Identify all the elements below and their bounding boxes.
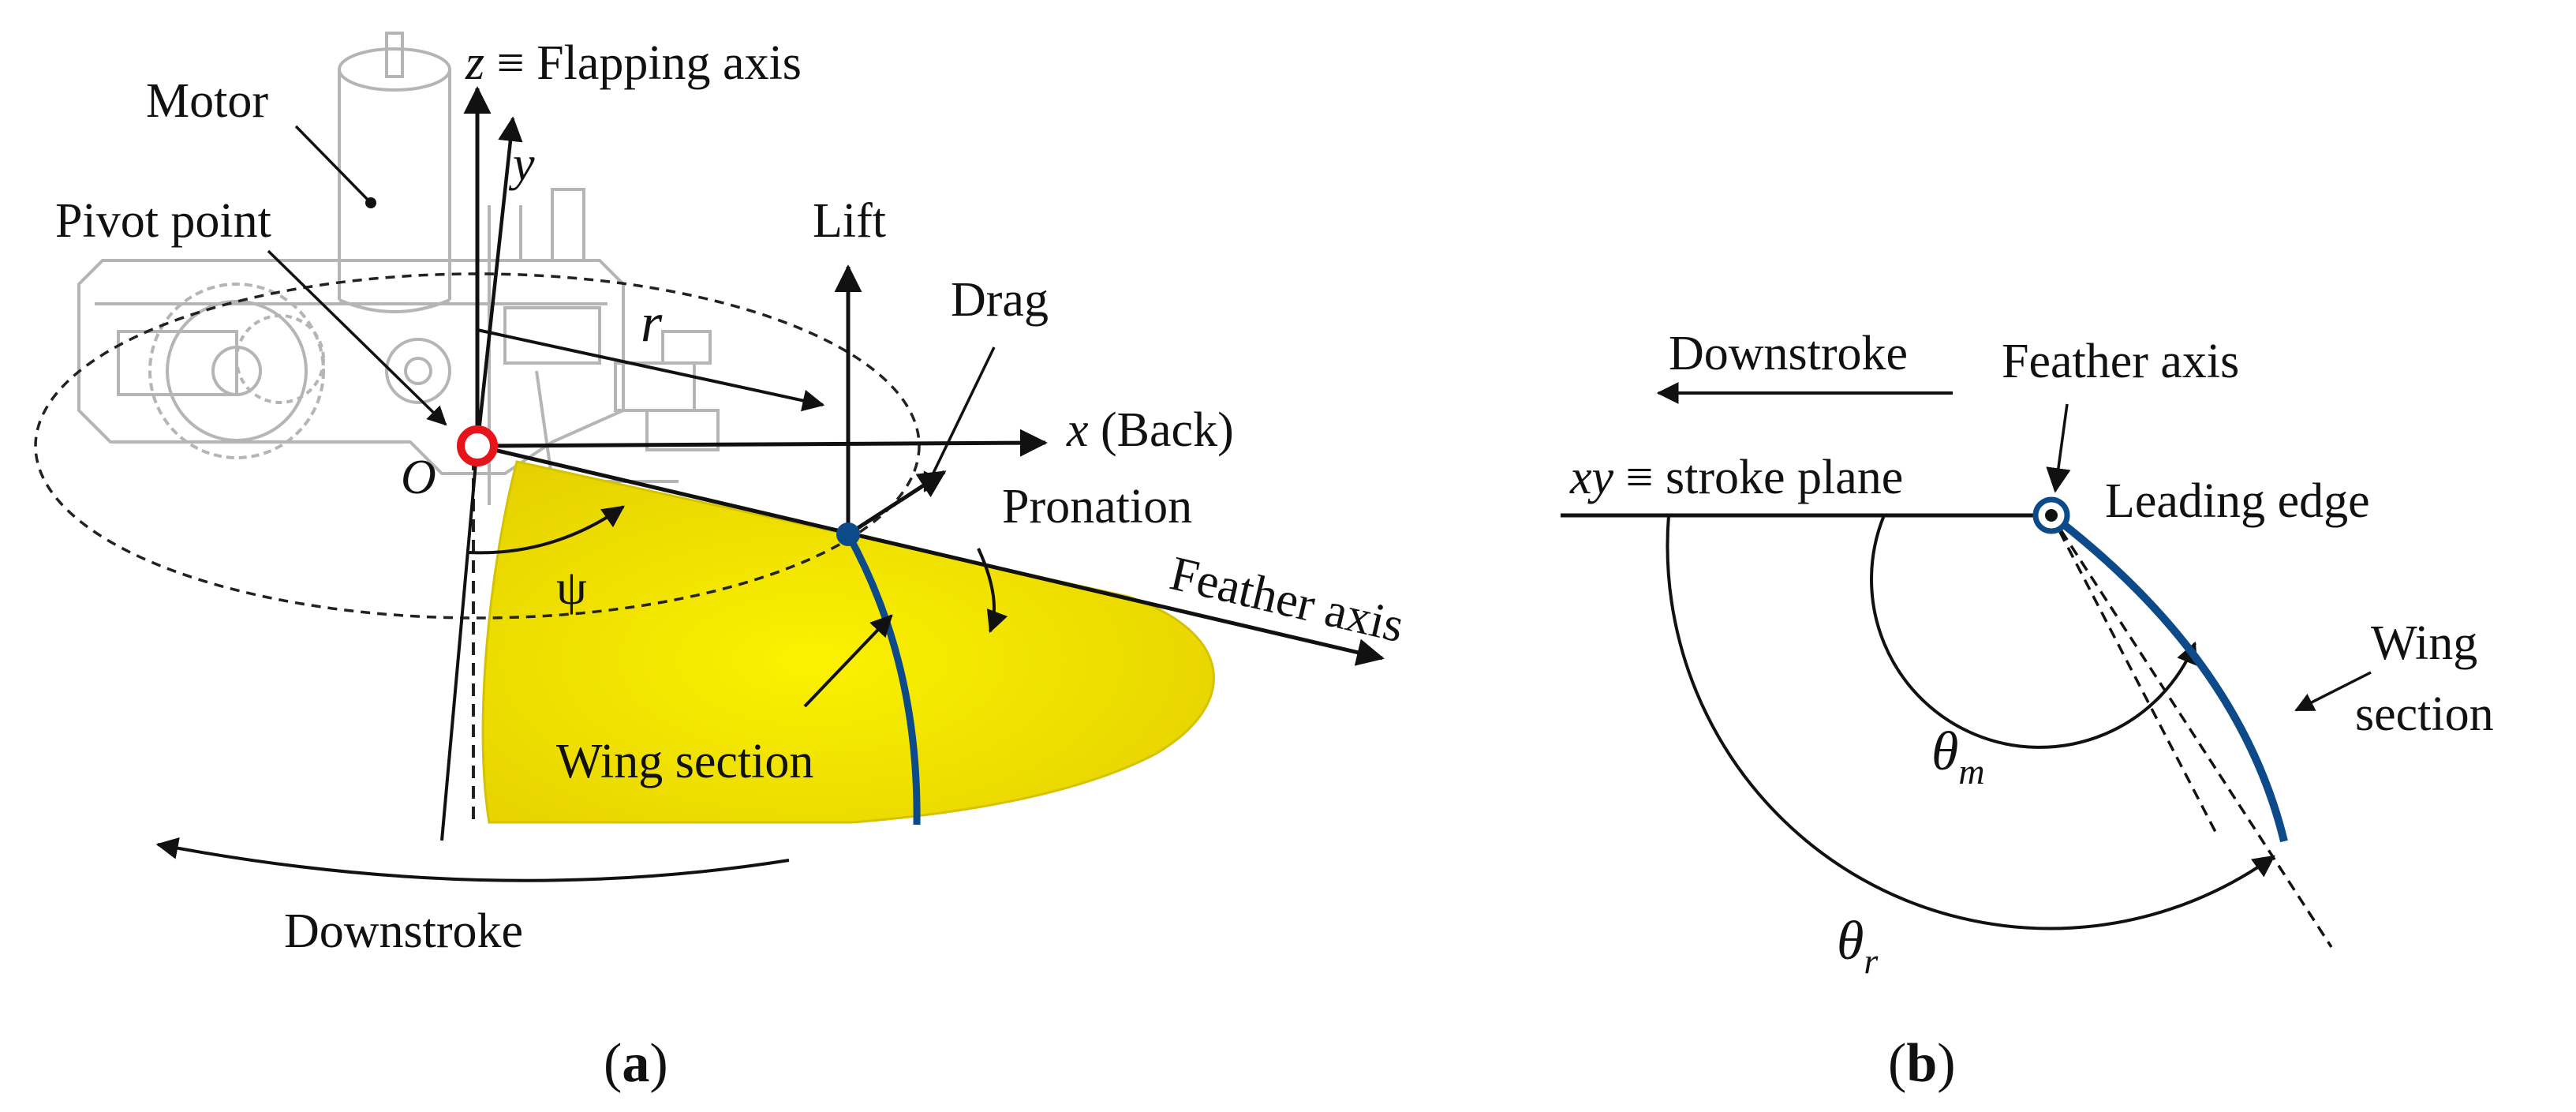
psi-arc-arrow [467, 505, 625, 555]
motor-leader [294, 125, 371, 203]
panel-b: Downstroke Feather axis xy ≡ stroke plan… [1561, 327, 2494, 1094]
wing-section-curve [845, 532, 921, 826]
downstroke-arc-arrow [155, 837, 790, 882]
pivot-leader [267, 249, 447, 426]
pivot-point-ring [457, 425, 498, 466]
y-axis-arrow [475, 116, 523, 447]
pivot-point-label: Pivot point [55, 194, 271, 248]
psi-label: ψ [556, 561, 587, 615]
panel-a: z ≡ Flapping axis y Motor Pivot point Li… [34, 32, 1409, 1094]
motor-label: Motor [146, 74, 268, 128]
motor-leader-dot [365, 197, 376, 208]
leading-edge-dot [836, 522, 860, 546]
chord-dashed-line-m [2050, 515, 2217, 833]
theta-r-label: θr [1837, 911, 1879, 981]
wing-section-curve-b [2056, 518, 2288, 843]
theta-m-label: θm [1931, 721, 1985, 792]
pronation-arc-arrow [977, 548, 1008, 634]
wing-section-leader [803, 614, 893, 708]
wing-membrane [481, 460, 1215, 824]
leading-edge-core [2045, 509, 2058, 522]
downstroke-label-a: Downstroke [284, 904, 523, 958]
x-axis-label: x (Back) [1066, 403, 1234, 457]
z-axis-lower [440, 445, 479, 841]
z-axis-label: z ≡ Flapping axis [465, 36, 802, 90]
leading-edge-label: Leading edge [2105, 474, 2370, 528]
wing-section-label: Wing section [556, 735, 813, 788]
theta-r-arc [1666, 515, 2275, 930]
chord-dashed-line-r [2050, 515, 2333, 948]
downstroke-label-b: Downstroke [1669, 327, 1908, 380]
r-radius-arrow [477, 328, 825, 412]
theta-m-arc [1869, 515, 2198, 750]
r-label: r [641, 293, 663, 354]
wing-section-leader-b [2294, 671, 2372, 712]
drag-leader [923, 346, 996, 492]
x-axis-arrow [477, 429, 1048, 457]
feather-axis-label-b: Feather axis [2002, 335, 2239, 388]
caption-a: (a) [604, 1033, 668, 1094]
section-label-b: section [2355, 687, 2494, 741]
pronation-label: Pronation [1002, 480, 1192, 534]
wing-label-b: Wing [2371, 616, 2477, 670]
origin-label: O [401, 451, 436, 504]
drag-label: Drag [951, 273, 1049, 327]
feather-axis-leader-b [2046, 403, 2071, 493]
lift-label: Lift [813, 194, 886, 248]
caption-b: (b) [1888, 1033, 1956, 1094]
y-axis-label: y [508, 137, 535, 191]
feather-axis-arrow [477, 444, 1385, 666]
stroke-plane-label: xy ≡ stroke plane [1569, 451, 1903, 504]
gear-small [235, 314, 451, 404]
gear-large [148, 283, 325, 459]
motor-cylinder [338, 32, 451, 313]
